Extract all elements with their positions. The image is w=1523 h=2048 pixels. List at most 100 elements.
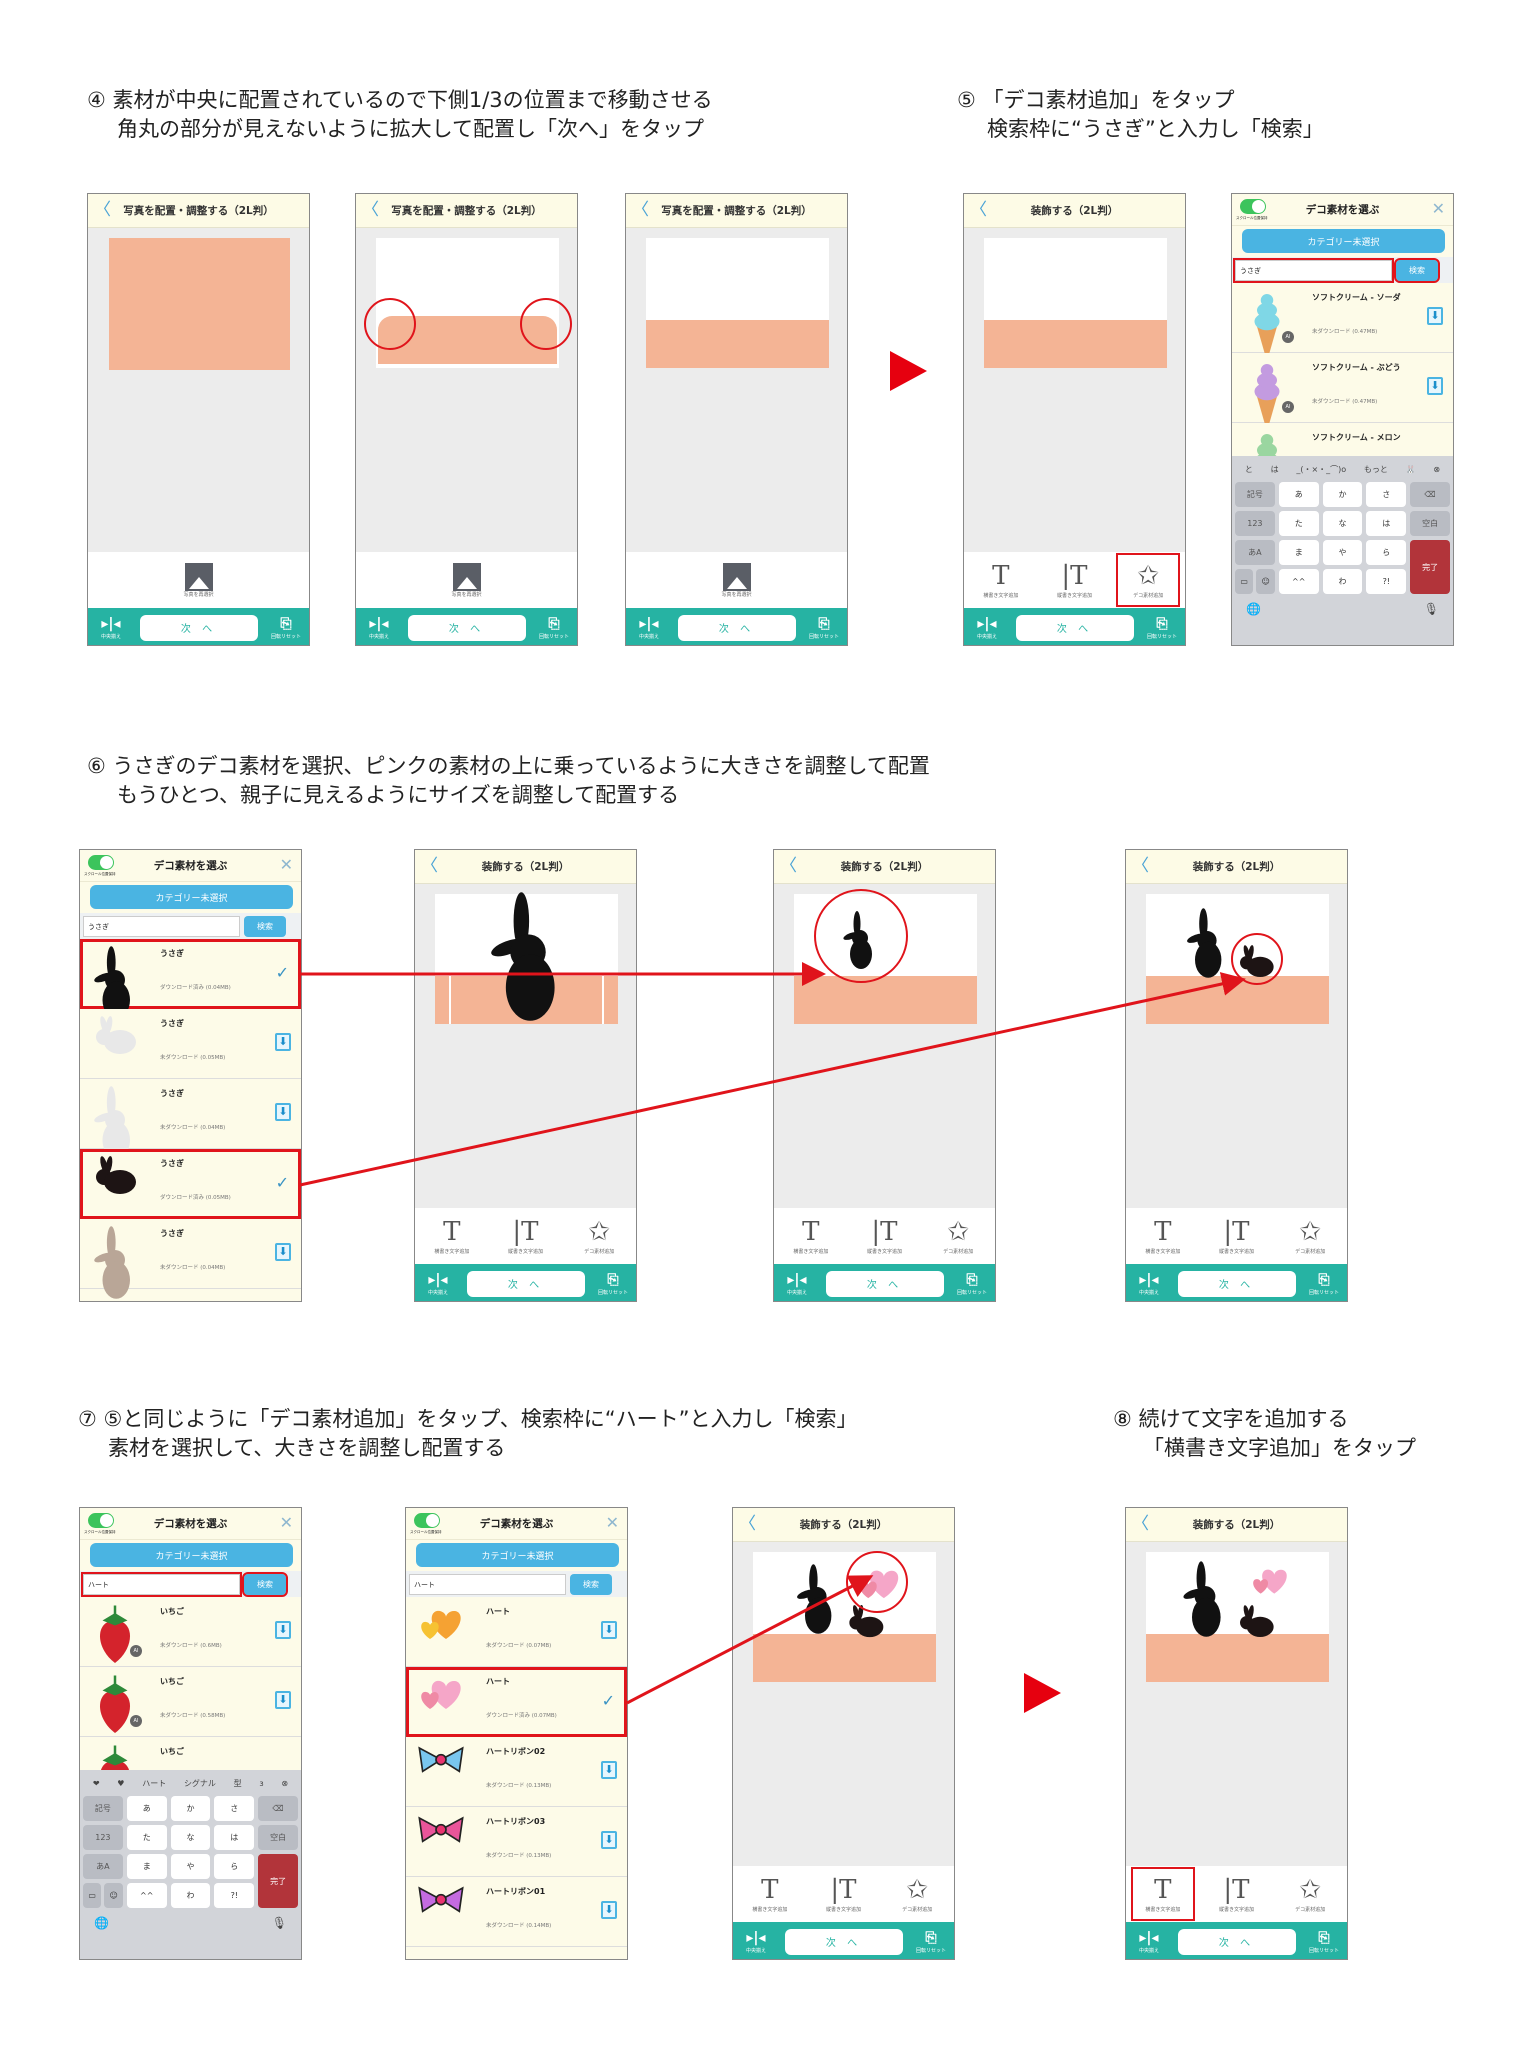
center-align-button[interactable]: ▸|◂中央揃え <box>362 615 396 640</box>
key-さ[interactable]: さ <box>214 1796 255 1821</box>
comment-icon[interactable]: ▭ <box>83 1883 102 1908</box>
rabbit-black-standing-sticker[interactable] <box>1183 906 1231 980</box>
key-123[interactable]: 123 <box>83 1825 123 1850</box>
suggestion[interactable]: シグナル <box>183 1778 216 1788</box>
key-ま[interactable]: ま <box>1278 540 1319 565</box>
key-か[interactable]: か <box>1322 482 1363 507</box>
next-button[interactable]: 次 へ <box>677 614 796 641</box>
rotate-reset-button[interactable]: ⎘回転リセット <box>537 615 571 640</box>
key-?![interactable]: ?! <box>1366 569 1407 594</box>
key-は[interactable]: は <box>1366 511 1407 536</box>
rotate-reset-button[interactable]: ⎘回転リセット <box>269 615 303 640</box>
photo-material[interactable] <box>753 1634 936 1682</box>
key-な[interactable]: な <box>1322 511 1363 536</box>
key-^^[interactable]: ^^ <box>126 1883 167 1908</box>
key-や[interactable]: や <box>1322 540 1363 565</box>
search-button[interactable]: 検索 <box>244 916 286 937</box>
key-完了[interactable]: 完了 <box>1410 540 1450 594</box>
rotate-reset-button[interactable]: ⎘回転リセット <box>596 1271 630 1296</box>
next-button[interactable]: 次 へ <box>784 1928 903 1955</box>
download-icon[interactable]: ⬇ <box>601 1901 617 1919</box>
material-list-item[interactable]: うさぎダウンロード済み (0.05MB)✓ <box>80 1149 301 1219</box>
center-align-button[interactable]: ▸|◂中央揃え <box>1132 1271 1166 1296</box>
key-?![interactable]: ?! <box>214 1883 255 1908</box>
suggestion[interactable]: ♥ <box>117 1778 125 1788</box>
search-button[interactable]: 検索 <box>1394 258 1440 283</box>
download-icon[interactable]: ⬇ <box>1427 377 1443 395</box>
photo-material[interactable] <box>984 320 1167 368</box>
key-ら[interactable]: ら <box>1366 540 1407 565</box>
download-icon[interactable]: ⬇ <box>601 1761 617 1779</box>
download-icon[interactable]: ⬇ <box>601 1831 617 1849</box>
reselect-photo-button[interactable]: 写真を再選択 <box>707 555 767 605</box>
suggestion[interactable]: と <box>1244 464 1253 474</box>
chevron-left-icon[interactable]: 〈 <box>94 200 111 220</box>
suggestion[interactable]: 🐰 <box>1405 464 1416 474</box>
chevron-left-icon[interactable]: 〈 <box>362 200 379 220</box>
category-select-button[interactable]: カテゴリー未選択 <box>416 1543 619 1567</box>
globe-icon[interactable]: 🌐 <box>94 1916 109 1930</box>
suggestion[interactable]: ⊗ <box>1433 464 1441 474</box>
photo-material[interactable] <box>794 976 977 1024</box>
add-deco-material-button[interactable]: ✩デコ素材追加 <box>1116 553 1181 607</box>
rabbit-black-standing-sticker[interactable] <box>483 890 573 1023</box>
material-list-item[interactable]: ハートダウンロード済み (0.07MB)✓ <box>406 1667 627 1737</box>
key-は[interactable]: は <box>214 1825 255 1850</box>
search-input[interactable]: ハート <box>409 1574 566 1595</box>
search-input[interactable]: うさぎ <box>83 916 240 937</box>
search-button[interactable]: 検索 <box>570 1574 612 1595</box>
add-deco-material-button[interactable]: ✩デコ素材追加 <box>887 1869 947 1919</box>
key-記号[interactable]: 記号 <box>83 1796 123 1821</box>
material-list-item[interactable]: うさぎ未ダウンロード (0.04MB)⬇ <box>80 1219 301 1299</box>
globe-icon[interactable]: 🌐 <box>1246 602 1261 616</box>
key-あ[interactable]: あ <box>1278 482 1319 507</box>
next-button[interactable]: 次 へ <box>825 1270 944 1297</box>
suggestion[interactable]: は <box>1270 464 1279 474</box>
emoji-icon[interactable]: ☺ <box>104 1883 123 1908</box>
key-^^[interactable]: ^^ <box>1278 569 1319 594</box>
suggestion[interactable]: ハート <box>142 1778 167 1788</box>
key-完了[interactable]: 完了 <box>258 1854 298 1908</box>
close-icon[interactable]: ✕ <box>605 1513 619 1532</box>
close-icon[interactable]: ✕ <box>279 855 293 874</box>
photo-material[interactable] <box>109 238 290 370</box>
next-button[interactable]: 次 へ <box>407 614 526 641</box>
next-button[interactable]: 次 へ <box>139 614 258 641</box>
key-⌫[interactable]: ⌫ <box>258 1796 298 1821</box>
rotate-reset-button[interactable]: ⎘回転リセット <box>1145 615 1179 640</box>
rotate-reset-button[interactable]: ⎘回転リセット <box>914 1929 948 1954</box>
scroll-position-toggle[interactable] <box>1240 199 1266 214</box>
microphone-icon[interactable]: 🎙 <box>1423 602 1439 616</box>
photo-material[interactable] <box>1146 1634 1329 1682</box>
key-な[interactable]: な <box>170 1825 211 1850</box>
add-deco-material-button[interactable]: ✩デコ素材追加 <box>569 1211 629 1261</box>
search-button[interactable]: 検索 <box>242 1572 288 1597</box>
chevron-left-icon[interactable]: 〈 <box>421 856 438 876</box>
download-icon[interactable]: ⬇ <box>275 1621 291 1639</box>
rotate-reset-button[interactable]: ⎘回転リセット <box>955 1271 989 1296</box>
search-input[interactable]: ハート <box>81 1572 242 1597</box>
comment-icon[interactable]: ▭ <box>1235 569 1254 594</box>
suggestion[interactable]: 型 <box>233 1778 242 1788</box>
microphone-icon[interactable]: 🎙 <box>271 1916 287 1930</box>
key-わ[interactable]: わ <box>1322 569 1363 594</box>
chevron-left-icon[interactable]: 〈 <box>970 200 987 220</box>
key-123[interactable]: 123 <box>1235 511 1275 536</box>
add-deco-material-button[interactable]: ✩デコ素材追加 <box>1280 1869 1340 1919</box>
download-icon[interactable]: ⬇ <box>275 1691 291 1709</box>
center-align-button[interactable]: ▸|◂中央揃え <box>780 1271 814 1296</box>
material-list-item[interactable]: うさぎダウンロード済み (0.04MB)✓ <box>80 939 301 1019</box>
download-icon[interactable]: ⬇ <box>1427 307 1443 325</box>
